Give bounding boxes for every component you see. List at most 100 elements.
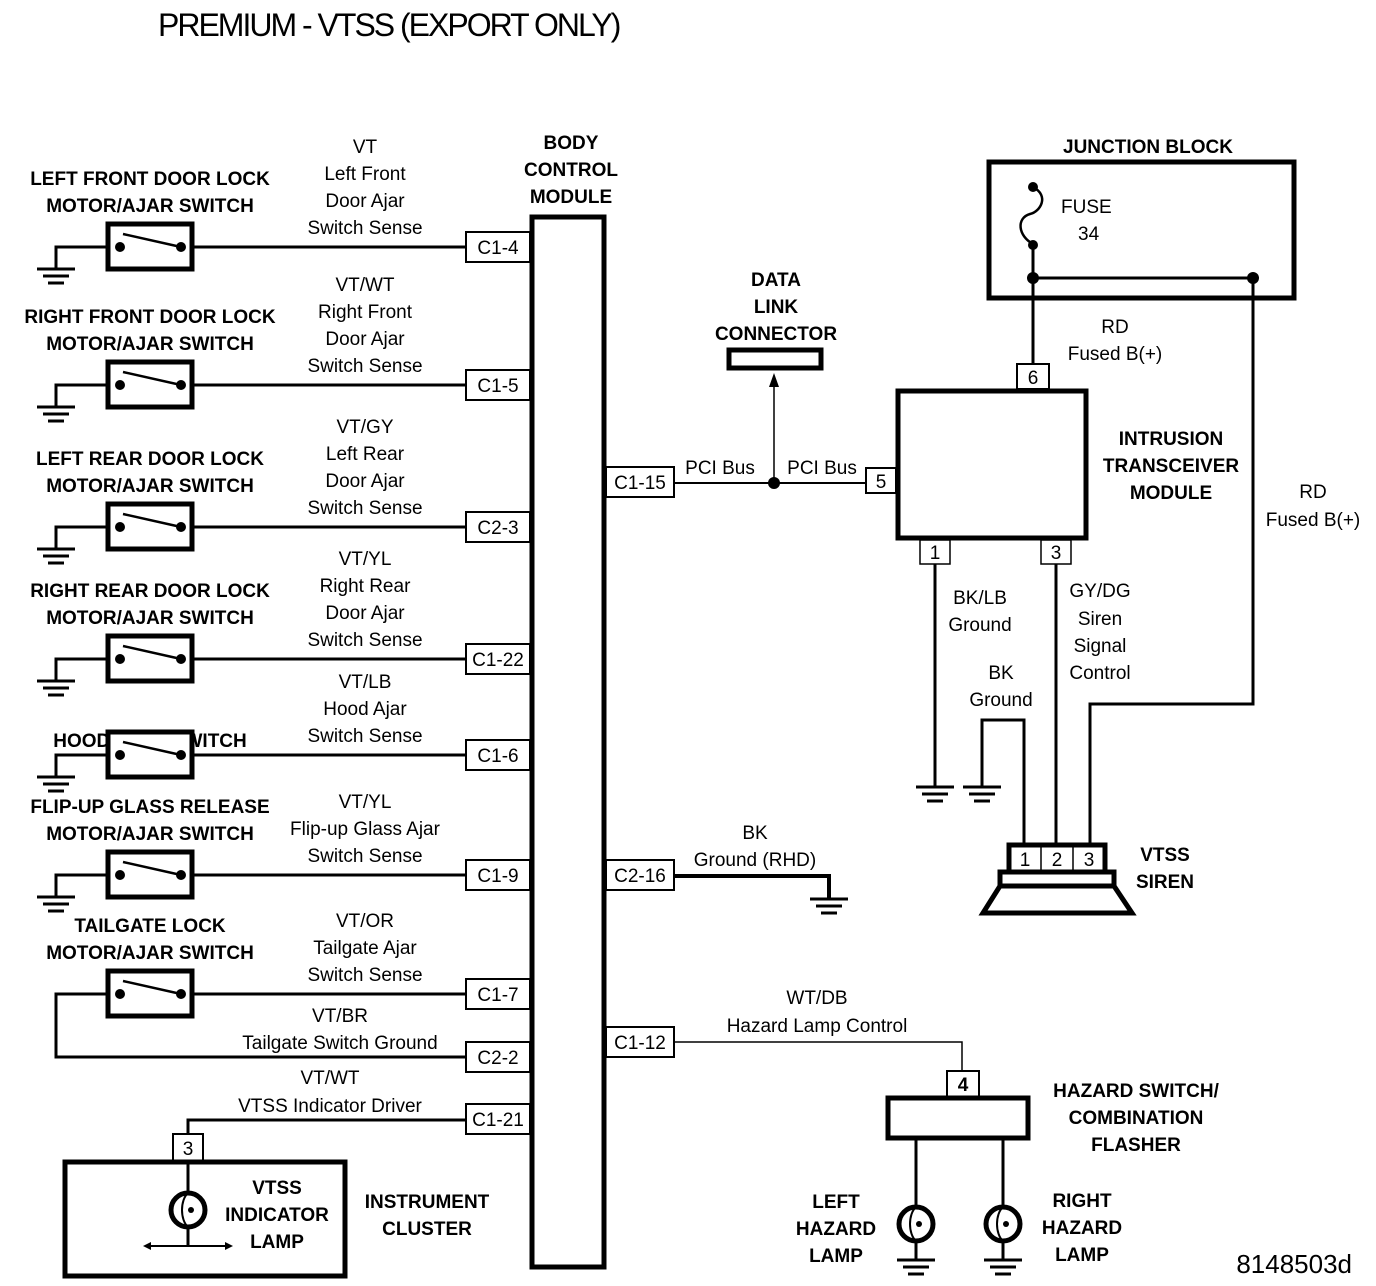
ground-icon [37,547,75,565]
ground-icon [37,775,75,793]
indicator-wire-color: VT/WT [300,1068,359,1089]
hazard-pin-label: 4 [958,1075,969,1096]
bcm-ground-wire [674,874,831,899]
bcm-ground-wire-desc: Ground (RHD) [694,850,816,871]
siren-pin-2: 2 [1052,850,1063,871]
wire-label: Hood Ajar [323,699,407,720]
hazard-circuit: C1-12 WT/DB Hazard Lamp Control 4 HAZARD… [605,988,1220,1276]
ground-icon [37,405,75,423]
wire-label: Switch Sense [307,846,422,867]
switch-label: MOTOR/AJAR SWITCH [46,943,254,964]
itm-power-wire-color: RD [1101,317,1128,338]
switch-icon [115,979,186,999]
hazard-label-2: COMBINATION [1069,1108,1204,1129]
pin-label: C1-22 [472,650,524,671]
siren-pin-3: 3 [1084,850,1095,871]
ground-icon [37,679,75,697]
pin-label: C1-9 [477,866,518,887]
hazard-control-wire [674,1041,963,1071]
switch-label: TAILGATE LOCK [74,916,226,937]
ground-icon [810,897,848,915]
siren-ground-wire [980,718,1026,846]
ground-icon [984,1258,1022,1276]
siren-pin-1: 1 [1020,850,1031,871]
data-link-circuit: DATA LINK CONNECTOR C1-15 PCI Bus PCI Bu… [605,270,866,498]
pci-bus-label-left: PCI Bus [685,458,755,479]
lamp-label-3: LAMP [250,1232,304,1253]
switch-icon [115,860,186,880]
bcm-label-3: MODULE [530,187,612,208]
hazard-label-3: FLASHER [1091,1135,1181,1156]
wire-label: VT/YL [339,549,392,570]
siren-power-wire-desc: Fused B(+) [1266,510,1361,531]
itm-pin-3-box [1040,539,1072,565]
ground-icon [37,895,75,913]
bcm-ground-circuit: C2-16 BK Ground (RHD) [605,823,848,915]
ground-icon [963,785,1001,803]
pin-box-c2-16 [605,859,675,891]
bcm-ground-wire-color: BK [742,823,768,844]
wire-label: Right Front [318,302,413,323]
pin-box [465,231,531,263]
wire-label: Door Ajar [325,603,405,624]
switch-label: RIGHT REAR DOOR LOCK [30,581,270,602]
right-lamp-label-1: RIGHT [1052,1191,1112,1212]
hazard-label-1: HAZARD SWITCH/ [1053,1081,1219,1102]
wire-label: Switch Sense [307,498,422,519]
pin-box [465,978,531,1010]
pin-box-c2-2 [465,1041,531,1073]
wire-label: Door Ajar [325,191,405,212]
junction-block-label: JUNCTION BLOCK [1063,137,1233,158]
ground-wire [54,657,108,681]
pin-box [465,739,531,771]
itm-pin-3-label: 3 [1051,543,1062,564]
wire-label: VT/OR [336,911,394,932]
itm-label-3: MODULE [1130,483,1212,504]
itm-pin-5-box [865,467,897,494]
wire-label: VT/WT [335,275,394,296]
pin-label: C1-4 [477,238,519,259]
bcm-label-2: CONTROL [524,160,618,181]
itm-pin-6-box [1016,363,1050,390]
pin-label: C1-7 [477,985,518,1006]
pin-box [465,859,531,891]
pin-label-c1-15: C1-15 [614,473,666,494]
ground-wire [54,525,108,549]
wire-label: Switch Sense [307,356,422,377]
tailgate-ground-wire [54,992,466,1059]
wire-label: Right Rear [320,576,411,597]
wire-label: Switch Sense [307,965,422,986]
lamp-label-1: VTSS [252,1178,302,1199]
itm-label-1: INTRUSION [1119,429,1224,450]
bcm-label-1: BODY [544,133,599,154]
wire-label: VT/GY [336,417,393,438]
siren-power-wire-color: RD [1299,482,1326,503]
indicator-wire [186,1118,466,1134]
siren-power-wire [1088,278,1255,846]
itm-label-2: TRANSCEIVER [1103,456,1239,477]
left-lamp-label-3: LAMP [809,1246,863,1267]
lamp-label-2: INDICATOR [225,1205,329,1226]
siren-label-2: SIREN [1136,872,1194,893]
wire-label: Switch Sense [307,630,422,651]
ground-wire [54,873,108,897]
itm-ground-wire-color: BK/LB [953,588,1007,609]
hazard-wire-desc: Hazard Lamp Control [727,1016,908,1037]
cluster-box [62,1159,348,1279]
pin-box [465,511,531,543]
left-lamp-label-2: HAZARD [796,1219,876,1240]
wire-label: Left Rear [326,444,405,465]
intrusion-transceiver-module: 6 5 1 3 INTRUSION TRANSCEIVER MODULE BK/… [865,363,1239,846]
junction-block: JUNCTION BLOCK FUSE 34 RD Fused B(+) RD … [986,137,1361,846]
switch-icon [115,232,186,252]
arrow-left-icon [143,1242,151,1250]
itm-pin-6-label: 6 [1028,368,1039,389]
dlc-label-2: LINK [754,297,799,318]
diagram-title: PREMIUM - VTSS (EXPORT ONLY) [158,7,620,43]
siren-wire-desc-2: Signal [1074,636,1127,657]
